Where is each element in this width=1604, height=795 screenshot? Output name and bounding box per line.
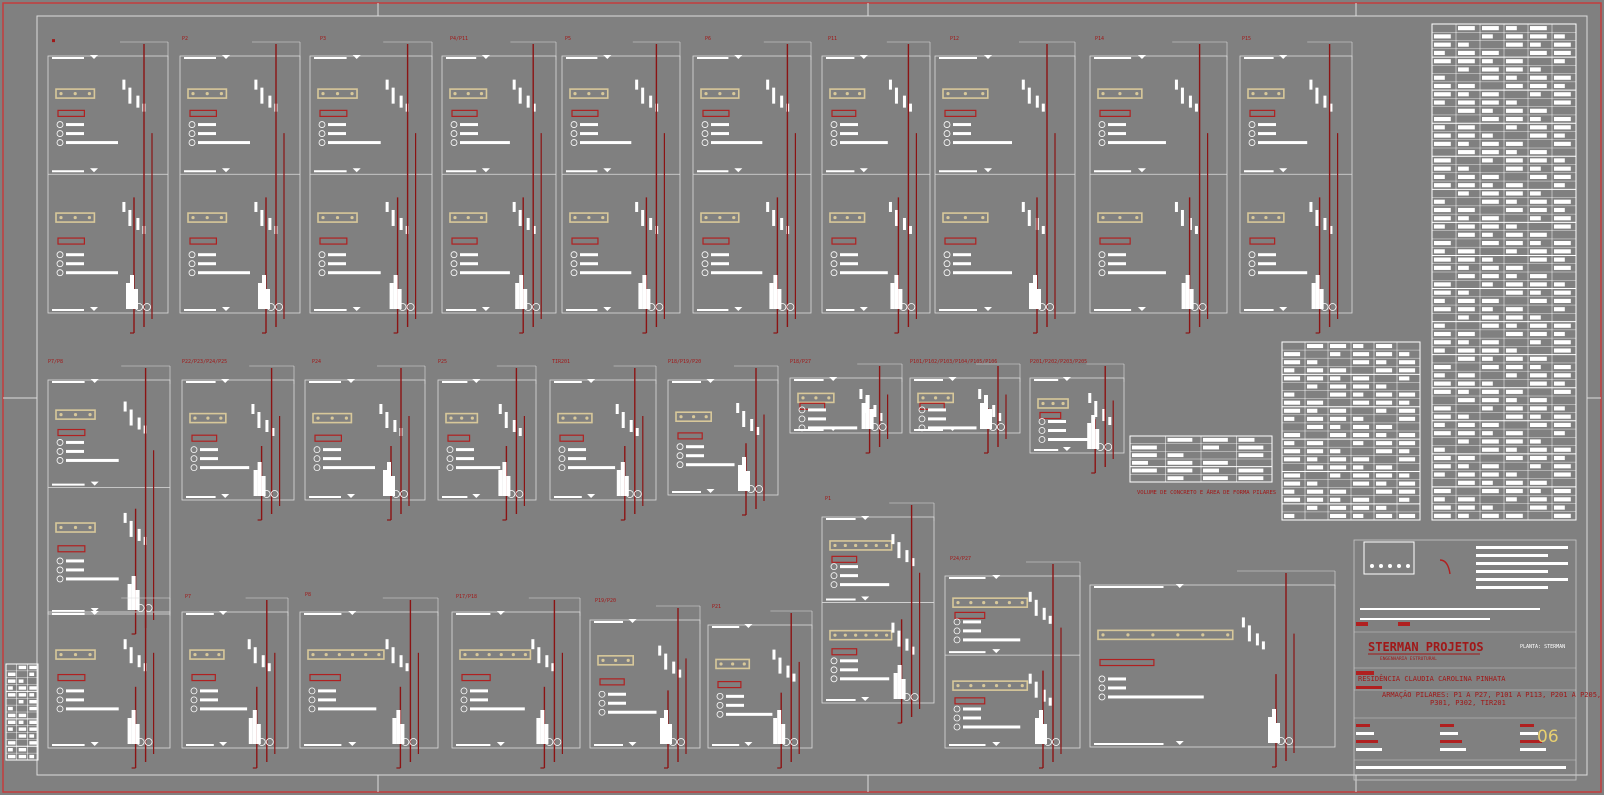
pillar-detail: [789, 363, 903, 454]
concrete-table-caption: VOLUME DE CONCRETO E ÁREA DE FORMA PILAR…: [1137, 489, 1276, 496]
pillar-label: TIR201: [552, 359, 570, 365]
pillar-detail: [441, 41, 557, 334]
pillar-detail: [451, 597, 581, 769]
concrete-table-caption-text: VOLUME DE CONCRETO E ÁREA DE FORMA PILAR…: [1137, 489, 1276, 496]
pillar-detail: [1089, 570, 1336, 768]
pillar-detail: [47, 365, 171, 635]
pillar-label: P1: [825, 496, 831, 502]
pillar-detail: [561, 41, 681, 334]
pillar-label: P18/P19/P20: [668, 359, 701, 365]
pillar-detail: [309, 41, 433, 334]
pillar-detail: [181, 365, 295, 521]
pillar-details: [47, 41, 1353, 769]
company-name: STERMAN PROJETOS: [1368, 640, 1484, 654]
pillar-detail: [437, 365, 537, 521]
pillar-detail: [589, 605, 701, 769]
pillar-label: P17/P18: [456, 594, 477, 600]
pillar-label: P5: [565, 36, 571, 42]
title-line-2: P301, P302, TIR201: [1430, 699, 1506, 707]
pillar-label: P7/P8: [48, 359, 63, 365]
title-block-frame: [1353, 539, 1577, 781]
company-subtitle: ENGENHARIA ESTRUTURAL: [1380, 656, 1437, 662]
pillar-detail: [692, 41, 812, 334]
pillar-detail: [181, 597, 289, 769]
pillar-label: P19/P20: [595, 598, 616, 604]
pillar-label: P14: [1095, 36, 1104, 42]
pillar-label: P101/P102/P103/P104/P105/P106: [910, 359, 997, 365]
pillar-label: P22/P23/P24/P25: [182, 359, 227, 365]
pillar-label: ■: [52, 38, 55, 44]
pillar-label: P4/P11: [450, 36, 468, 42]
pillar-label: P15: [1242, 36, 1251, 42]
pillar-detail: [944, 561, 1081, 769]
pillar-detail: [299, 597, 439, 769]
plan-label: PLANTA: STERMAN: [1520, 644, 1565, 650]
pillar-label: P3: [320, 36, 326, 42]
pillar-label: P18/P27: [790, 359, 811, 365]
pillar-detail: [304, 365, 426, 521]
pillar-label: P8: [305, 592, 311, 598]
pillar-detail: [1029, 363, 1125, 474]
pillar-label: P24: [312, 359, 321, 365]
pillar-label: P21: [712, 604, 721, 610]
pillar-label: P7: [185, 594, 191, 600]
pillar-label: P6: [705, 36, 711, 42]
project-name: RESIDÊNCIA CLAUDIA CAROLINA PINHATA: [1358, 674, 1506, 683]
pillar-detail: [179, 41, 301, 334]
pillar-detail: [707, 610, 813, 769]
pillar-label: P2: [182, 36, 188, 42]
pillar-detail: [549, 365, 657, 521]
pillar-detail: [934, 41, 1076, 334]
steel-table: [1129, 435, 1273, 483]
title-line-1: ARMAÇÃO PILARES: P1 A P27, P101 A P113, …: [1382, 690, 1601, 699]
pillar-detail: [909, 363, 1021, 454]
pillar-label: P11: [828, 36, 837, 42]
pillar-detail: [667, 365, 779, 516]
pillar-label: P201/P202/P203/P205: [1030, 359, 1087, 365]
pillar-detail: [1089, 41, 1228, 334]
steel-table: [1431, 23, 1577, 521]
pillar-label: P25: [438, 359, 447, 365]
pillar-label: P24/P27: [950, 556, 971, 562]
pillar-label: P12: [950, 36, 959, 42]
pillar-detail: [1239, 41, 1353, 334]
schedule-tables: [5, 23, 1577, 781]
pillar-detail: [47, 597, 171, 769]
sheet-number: 06: [1537, 727, 1559, 747]
steel-table: [5, 663, 39, 761]
pillar-detail: [47, 41, 169, 334]
title-block: STERMAN PROJETOS ENGENHARIA ESTRUTURAL P…: [1358, 640, 1601, 747]
pillar-detail: [821, 502, 935, 724]
steel-table: [1281, 341, 1421, 521]
pillar-detail: [821, 41, 931, 334]
